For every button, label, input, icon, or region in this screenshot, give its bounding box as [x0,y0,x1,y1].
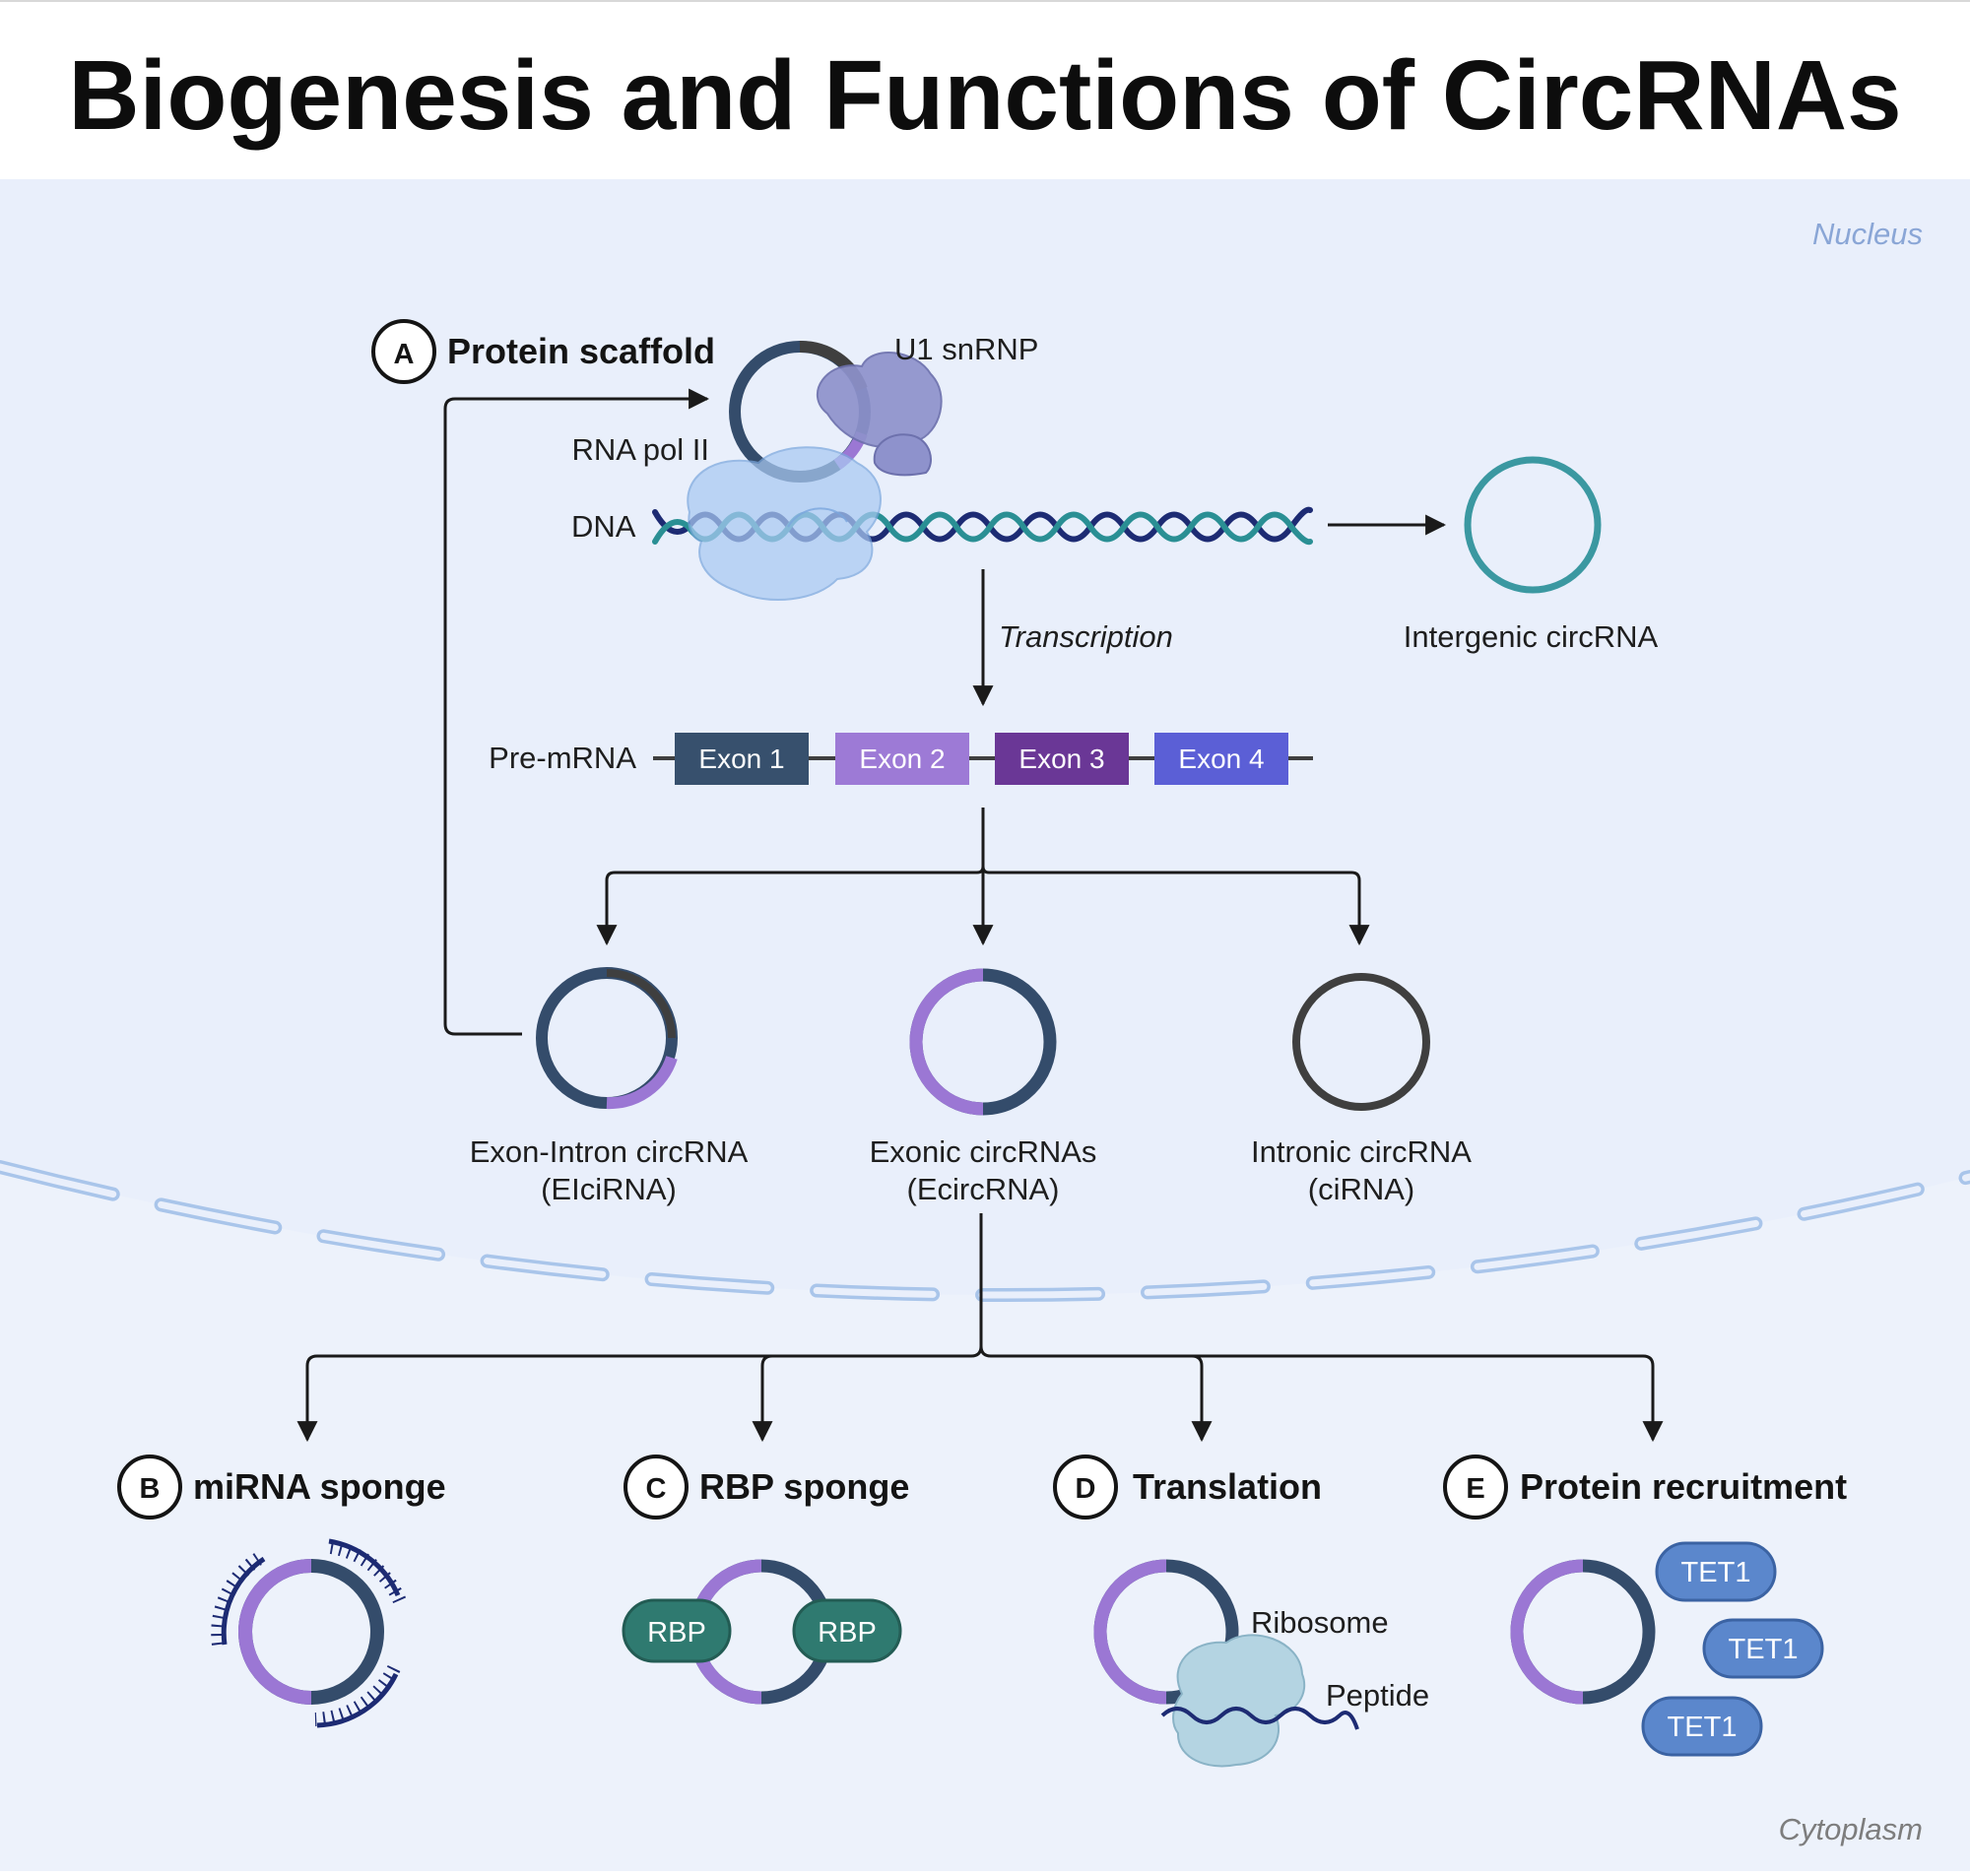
scaffold-title: Protein scaffold [447,331,715,371]
tet1-badge-2 [1702,1618,1824,1679]
nucleus-label: Nucleus [1812,217,1923,251]
ecircrna-label-1: Exonic circRNAs [870,1134,1097,1169]
rbp-sponge-title: RBP sponge [699,1466,909,1507]
letter-badge-e [1443,1455,1508,1520]
ribosome-label: Ribosome [1251,1605,1389,1640]
protein-recruitment-title: Protein recruitment [1520,1466,1847,1507]
diagram-svg: Nucleus Cytoplasm A Protein scaffold U1 … [0,179,1970,1871]
eicirna-label-2: (EIciRNA) [541,1172,677,1206]
mirna-1 [221,1556,266,1646]
header: Biogenesis and Functions of CircRNAs [0,0,1970,181]
function-arrow-e [979,1345,1664,1443]
letter-a: A [394,339,415,370]
rbp-label-2: RBP [818,1617,877,1649]
dna-label: DNA [571,509,636,544]
exon-2-label: Exon 2 [859,744,945,774]
u1-label: U1 snRNP [894,332,1038,366]
eicirna-intron-arc [606,969,676,1039]
scaffold-heading: A Protein scaffold [371,319,715,384]
exon-3: Exon 3 [995,733,1129,785]
transcription-label: Transcription [999,619,1173,654]
mirna-sponge-illustration [211,1538,407,1728]
mirna-sponge-exon-arc [238,1559,312,1705]
letter-b: B [140,1473,161,1505]
translation-title: Translation [1133,1466,1322,1507]
exon-1: Exon 1 [675,733,809,785]
exon-2: Exon 2 [835,733,969,785]
scaffold-arrow [443,388,710,1036]
rbp-badge-2 [792,1598,902,1663]
intergenic-label: Intergenic circRNA [1404,619,1659,654]
ecircrna-label-2: (EcircRNA) [907,1172,1060,1206]
eicirna-exon-arc [606,1055,678,1110]
rbp-sponge-illustration: RBP RBP [622,1559,902,1705]
mirna-2 [328,1538,401,1596]
letter-badge-b [117,1455,182,1520]
peptide-label: Peptide [1326,1678,1429,1713]
function-arrow-d [1191,1354,1213,1443]
recruitment-exon-arc [1510,1559,1584,1705]
diagram-canvas: Nucleus Cytoplasm A Protein scaffold U1 … [0,179,1970,1871]
ecircrna-exon-arc [909,968,984,1116]
peptide-chain [1160,1707,1359,1730]
letter-e: E [1466,1473,1484,1505]
exon-4-label: Exon 4 [1178,744,1264,774]
rna-pol-ii [687,446,882,602]
cirna-label-1: Intronic circRNA [1251,1134,1472,1169]
exon-1-label: Exon 1 [698,744,784,774]
protein-recruitment-illustration: TET1 TET1 TET1 [1510,1541,1824,1757]
function-arrow-c [752,1354,773,1443]
rbp-badge-1 [622,1598,732,1663]
rna-pol-ii-cleft [787,507,848,528]
cytoplasm-label: Cytoplasm [1779,1812,1923,1846]
tet1-label-3: TET1 [1668,1712,1738,1743]
cytoplasm-region [0,1167,1970,1871]
nuclear-membrane-inner [0,1163,1970,1299]
exon-4: Exon 4 [1154,733,1288,785]
premrna-label: Pre-mRNA [489,741,636,775]
mirna-sponge-title: miRNA sponge [193,1466,446,1507]
rnapol-label: RNA pol II [571,432,709,467]
intergenic-circrna [1464,456,1602,594]
translation-illustration: Ribosome Peptide [1093,1559,1429,1768]
translation-exon-arc [1093,1559,1167,1705]
rbp-label-1: RBP [647,1617,706,1649]
eicirna-label-1: Exon-Intron circRNA [470,1134,749,1169]
mirna-3 [316,1672,399,1728]
mirna-2-bases [329,1540,407,1604]
cirna-label-2: (ciRNA) [1308,1172,1415,1206]
letter-d: D [1076,1473,1096,1505]
letter-badge-a [371,319,436,384]
cirna-circle [1292,973,1430,1111]
tet1-badge-1 [1655,1541,1777,1602]
tet1-badge-3 [1641,1696,1763,1757]
branch-arrow-cirna [981,866,1370,946]
page-title: Biogenesis and Functions of CircRNAs [68,40,1902,151]
letter-badge-d [1053,1455,1118,1520]
u1-snrnp-small [873,433,932,477]
tet1-label-2: TET1 [1729,1634,1799,1665]
tet1-label-1: TET1 [1681,1557,1751,1588]
exon-3-label: Exon 3 [1018,744,1104,774]
letter-c: C [646,1473,667,1505]
letter-badge-c [624,1455,689,1520]
